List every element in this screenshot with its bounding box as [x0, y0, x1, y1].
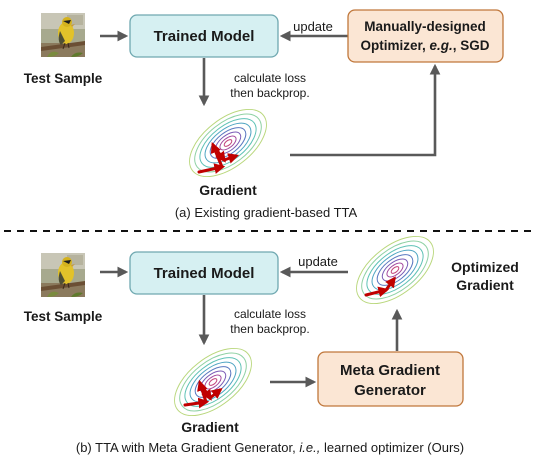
top-optimizer-box: [347, 9, 504, 63]
top-trained-model-label: Trained Model: [154, 28, 255, 45]
top-gradient-to-optimizer-arrow: [290, 63, 441, 157]
top-test-sample-image: [40, 12, 86, 58]
mgg-label-line1: Meta Gradient: [340, 362, 440, 379]
top-gradient-contour-icon: [177, 95, 279, 191]
bird-photo-icon: [40, 12, 86, 58]
bottom-gradient-label: Gradient: [181, 419, 239, 435]
top-gradient-label: Gradient: [199, 182, 257, 198]
top-trained-model-box: [129, 14, 279, 58]
bottom-calc-loss-line1: calculate loss: [234, 307, 306, 321]
bird-photo-icon: [40, 252, 86, 298]
bottom-test-sample-image: [40, 252, 86, 298]
bottom-trained-model-label: Trained Model: [154, 265, 255, 282]
bottom-caption: (b) TTA with Meta Gradient Generator, i.…: [76, 440, 464, 455]
top-caption: (a) Existing gradient-based TTA: [175, 205, 358, 220]
bottom-gradient-arrows: [183, 379, 223, 409]
meta-gradient-generator-box: [317, 351, 464, 407]
optimized-gradient-arrows: [364, 276, 396, 298]
top-calc-loss-line1: calculate loss: [234, 71, 306, 85]
top-calc-loss-line2: then backprop.: [230, 86, 309, 100]
bottom-trained-model-box: [129, 251, 279, 295]
mgg-label-line2: Generator: [354, 382, 426, 399]
bottom-calc-loss-line2: then backprop.: [230, 322, 309, 336]
bottom-test-sample-label: Test Sample: [24, 309, 103, 324]
bottom-gradient-contour-icon: [162, 334, 264, 430]
bottom-update-label: update: [298, 254, 338, 269]
top-test-sample-label: Test Sample: [24, 71, 103, 86]
optimized-gradient-contour-icon: [344, 222, 446, 318]
top-update-label: update: [293, 19, 333, 34]
top-optimizer-label-line2: Optimizer, e.g., SGD: [360, 38, 489, 53]
optimized-gradient-line1: Optimized: [451, 259, 519, 275]
top-gradient-arrows: [197, 142, 240, 174]
top-optimizer-label-line1: Manually-designed: [364, 19, 486, 34]
optimized-gradient-line2: Gradient: [456, 277, 514, 293]
